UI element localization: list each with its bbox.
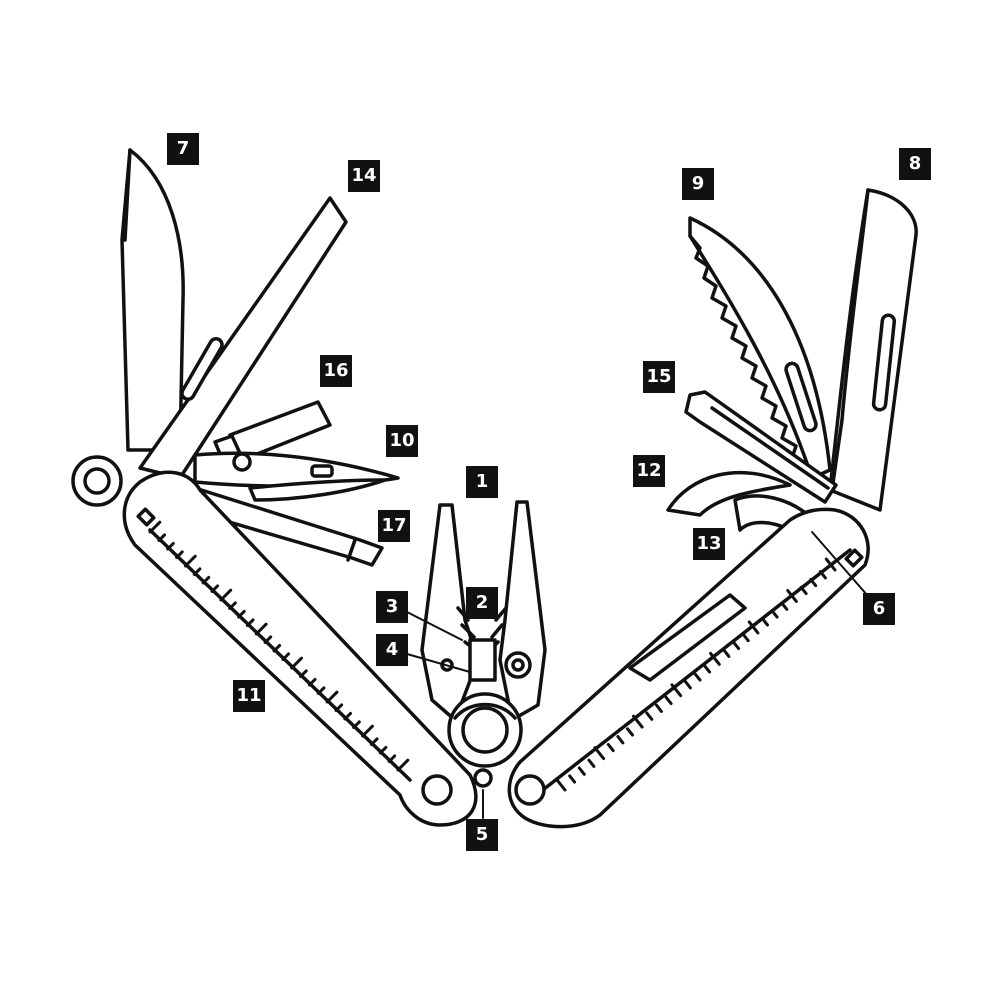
ruler-tick (175, 550, 184, 559)
ruler-tick (683, 680, 692, 690)
ruler-tick (183, 554, 197, 568)
ruler-tick (703, 664, 712, 674)
ruler-tick (809, 578, 818, 588)
ruler-tick (824, 557, 837, 572)
ruler-tick (369, 737, 379, 746)
callout-8: 8 (899, 148, 931, 180)
ruler-tick (228, 601, 237, 610)
leader-lines (406, 531, 869, 819)
ruler-tick (361, 724, 374, 738)
callout-2: 2 (466, 587, 498, 619)
ruler-tick (655, 703, 663, 713)
ruler-tick (343, 711, 352, 721)
ruler-tick (741, 633, 750, 643)
ruler-tick (747, 620, 760, 635)
ruler-tick (396, 758, 410, 772)
ruler-tick (568, 774, 577, 784)
ruler-tick (352, 720, 361, 729)
ruler-tick (799, 585, 808, 596)
strap-cutter (666, 470, 792, 517)
ruler-tick (670, 683, 683, 698)
callout-6: 6 (863, 593, 895, 625)
callout-13: 13 (693, 528, 725, 560)
ruler-tick (818, 570, 827, 580)
ruler-tick (732, 640, 741, 651)
ruler-tick (761, 617, 769, 627)
pivot-bolt (473, 768, 493, 788)
ruler-tick (587, 758, 596, 768)
ruler-tick (210, 584, 220, 593)
ruler-tick (325, 690, 339, 704)
ruler-tick (201, 575, 211, 585)
ruler-tick (334, 703, 344, 712)
ruler-tick (316, 686, 326, 695)
ruler-tick (299, 669, 308, 678)
ruler-tick (254, 622, 268, 636)
callout-5: 5 (466, 819, 498, 851)
ruler-tick (709, 651, 721, 666)
ruler-tick (387, 754, 397, 763)
ruler-tick (577, 766, 586, 776)
ruler-tick (645, 711, 654, 721)
ruler-tick (554, 777, 567, 792)
ruler-tick (272, 643, 282, 653)
ruler-tick (786, 589, 798, 603)
ruler-tick (664, 695, 673, 706)
ruler-ticks-left (148, 520, 410, 772)
callout-14: 14 (348, 160, 380, 192)
right-handle (507, 507, 870, 829)
lanyard-ring (71, 455, 123, 507)
ruler-tick (166, 541, 175, 551)
ruler-tick (626, 727, 634, 737)
callout-17: 17 (378, 510, 410, 542)
ruler-tick (290, 656, 303, 670)
callout-10: 10 (386, 425, 418, 457)
ruler-tick (616, 735, 625, 745)
pliers (420, 500, 547, 768)
left-handle (122, 470, 478, 827)
callout-16: 16 (320, 355, 352, 387)
ruler-tick (245, 618, 255, 627)
callout-12: 12 (633, 455, 665, 487)
callout-3: 3 (376, 591, 408, 623)
ruler-tick (632, 714, 644, 729)
ruler-tick (770, 609, 779, 619)
callout-15: 15 (643, 361, 675, 393)
ruler-tick (780, 601, 789, 611)
ruler-tick (606, 743, 615, 753)
bit-holder (684, 390, 838, 504)
ruler-tick (693, 672, 702, 682)
callout-7: 7 (167, 133, 199, 165)
ruler-tick (722, 648, 731, 658)
ruler-ticks-right (554, 557, 837, 792)
callout-1: 1 (466, 466, 498, 498)
ruler-tick (378, 745, 388, 755)
ruler-tick (281, 652, 290, 661)
ruler-tick (263, 635, 273, 644)
scissors (193, 451, 400, 502)
ruler-tick (192, 567, 202, 576)
callout-9: 9 (682, 168, 714, 200)
ruler-tick (157, 533, 166, 542)
ruler-tick (219, 588, 233, 602)
ruler-tick (307, 677, 317, 687)
callout-4: 4 (376, 634, 408, 666)
ruler-tick (148, 520, 162, 534)
serrated-knife (828, 188, 918, 512)
ruler-tick (237, 609, 246, 619)
ruler-tick (593, 746, 606, 761)
knife-blade (120, 148, 185, 452)
callout-11: 11 (233, 680, 265, 712)
